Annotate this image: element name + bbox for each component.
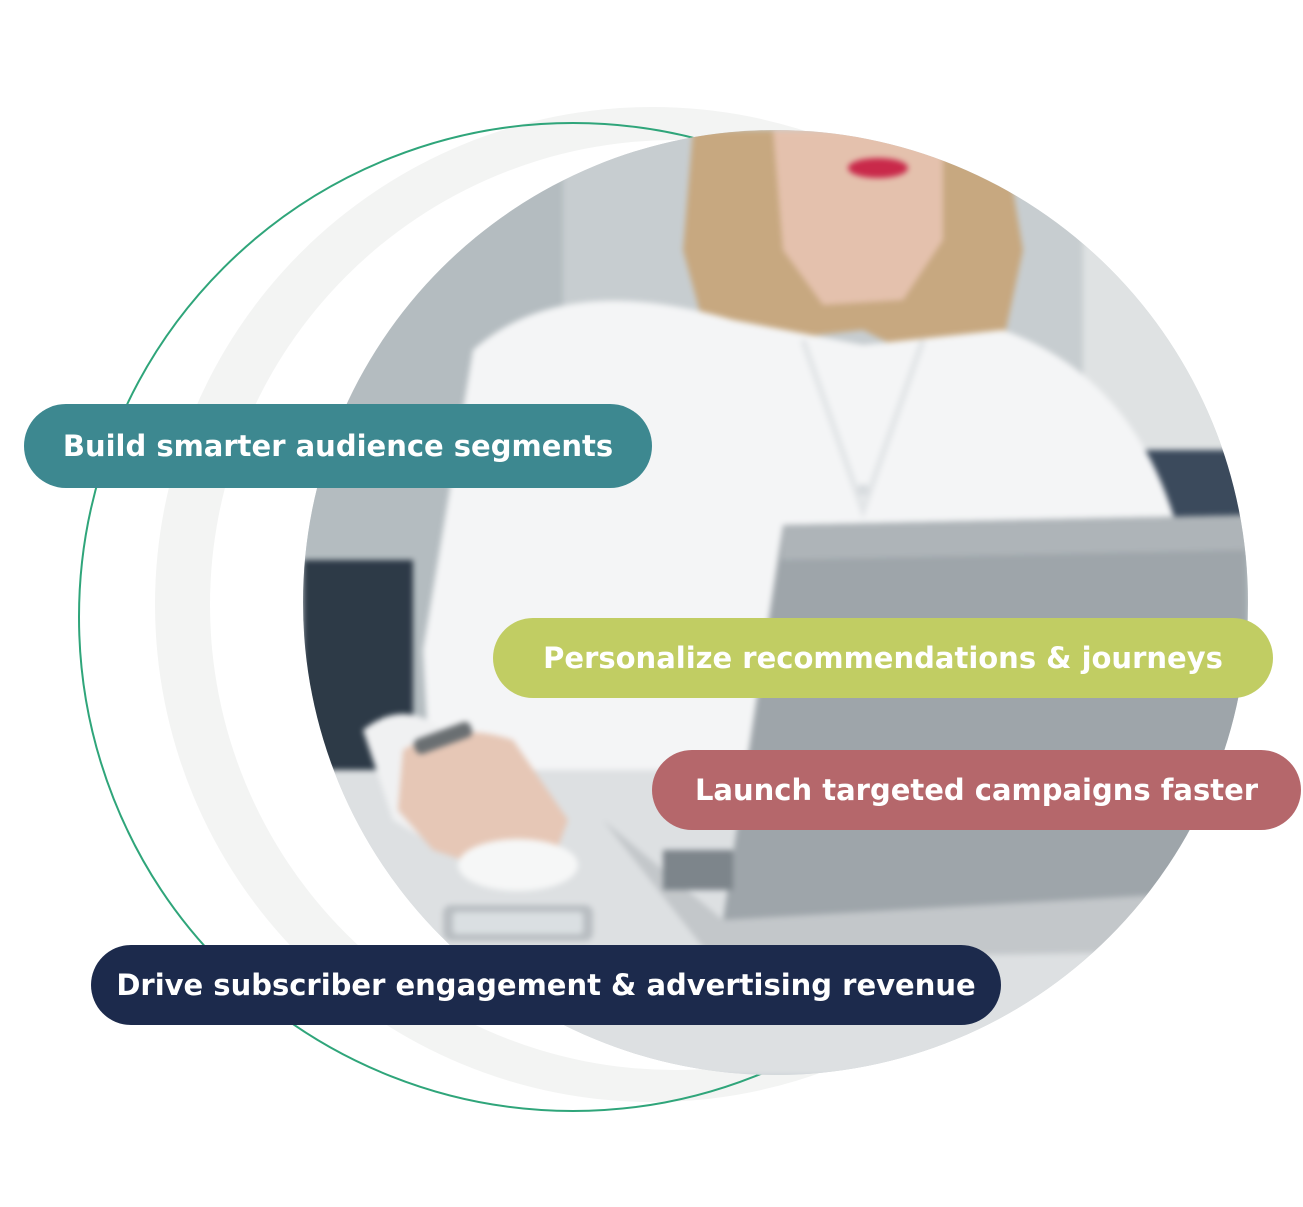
feature-pill-label: Build smarter audience segments (62, 429, 614, 463)
feature-pill-label: Personalize recommendations & journeys (543, 641, 1223, 675)
feature-pill-label: Launch targeted campaigns faster (694, 773, 1259, 807)
hero-photo-woman-at-laptop (303, 130, 1248, 1075)
feature-pill-personalize: Personalize recommendations & journeys (493, 618, 1273, 698)
feature-pill-audience-segments: Build smarter audience segments (24, 404, 652, 488)
photo-illustration (303, 130, 1248, 1075)
feature-pill-label: Drive subscriber engagement & advertisin… (116, 968, 976, 1002)
feature-pill-engagement-revenue: Drive subscriber engagement & advertisin… (91, 945, 1001, 1025)
feature-pill-campaigns: Launch targeted campaigns faster (652, 750, 1301, 830)
